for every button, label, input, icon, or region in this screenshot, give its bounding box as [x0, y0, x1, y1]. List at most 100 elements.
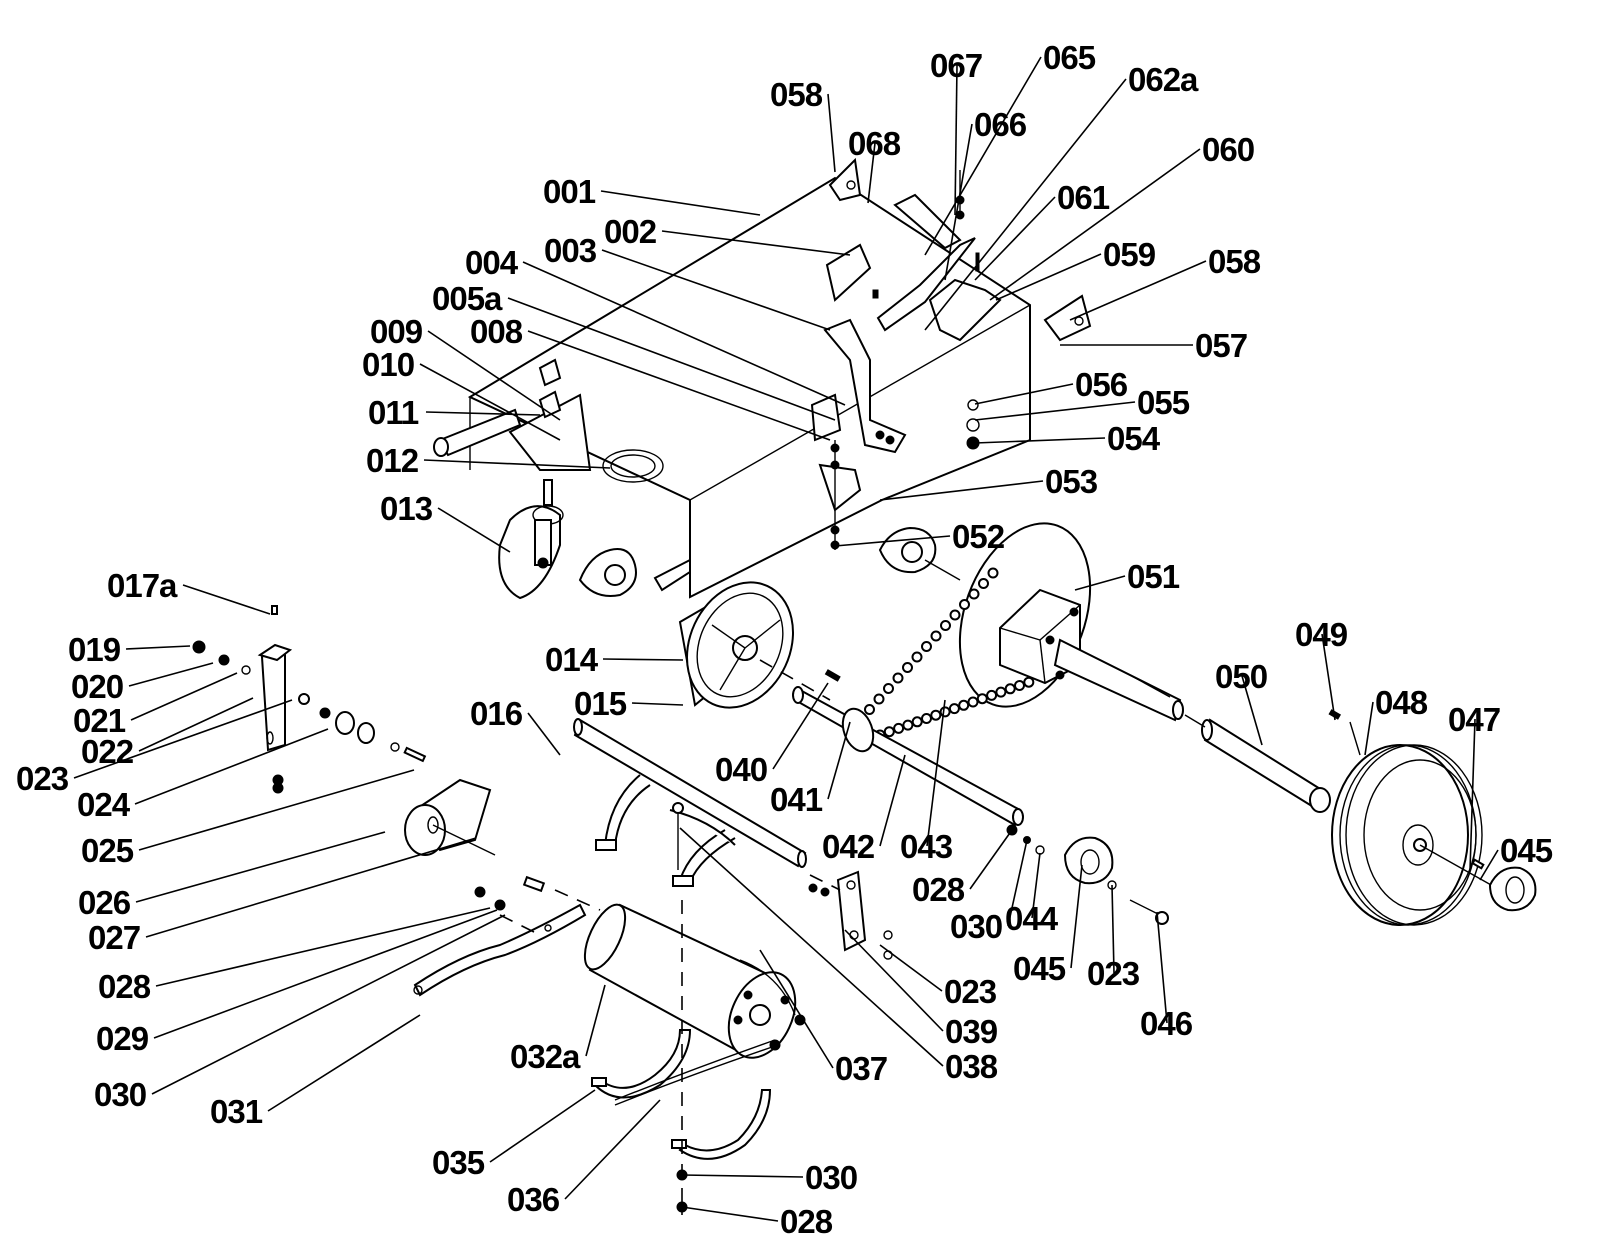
fastener-stack-right	[538, 358, 980, 550]
tensioner-assembly-part	[192, 605, 427, 794]
leader-line-049	[1321, 633, 1336, 721]
chain-link	[883, 683, 894, 694]
part-label-048: 048	[1375, 684, 1428, 721]
part-label-037: 037	[835, 1050, 887, 1087]
part-label-019: 019	[68, 631, 121, 668]
leader-line-010	[419, 363, 561, 441]
leader-line-011	[425, 411, 541, 416]
part-label-004: 004	[465, 244, 519, 281]
chain-link	[1023, 676, 1035, 688]
leader-line-009	[427, 330, 561, 421]
chain-link	[873, 693, 885, 705]
leader-line-058	[1069, 260, 1207, 321]
tine-clamp-part	[591, 900, 779, 1215]
part-label-042: 042	[822, 828, 875, 865]
part-label-025: 025	[81, 832, 134, 869]
part-label-046: 046	[1140, 1005, 1193, 1042]
tine-shaft-part	[573, 718, 807, 887]
leader-line-045	[1479, 849, 1499, 881]
part-label-030: 030	[805, 1159, 857, 1196]
part-label-060: 060	[1202, 131, 1254, 168]
idler-pulley-part	[404, 778, 496, 856]
part-label-009: 009	[370, 313, 423, 350]
leader-line-061	[974, 196, 1056, 281]
part-label-017a: 017a	[107, 567, 178, 604]
part-label-015: 015	[574, 685, 627, 722]
leader-line-030	[151, 914, 506, 1095]
part-label-031: 031	[210, 1093, 263, 1130]
leader-line-045	[1070, 864, 1083, 969]
roller-arm-part	[413, 875, 601, 997]
leader-line-044	[1031, 852, 1041, 919]
chain-link	[968, 588, 980, 600]
chain-link	[1014, 680, 1025, 691]
part-label-035: 035	[432, 1144, 485, 1181]
part-label-026: 026	[78, 884, 131, 921]
chain-link	[921, 641, 932, 652]
part-label-022: 022	[81, 733, 134, 770]
axle-sleeve-part	[1184, 714, 1331, 813]
chain-link	[911, 716, 923, 728]
leader-line-021	[130, 672, 238, 721]
chain-link	[987, 567, 999, 579]
cross-bar-part	[825, 193, 1002, 342]
part-label-013: 013	[380, 490, 433, 527]
part-label-053: 053	[1045, 463, 1098, 500]
flange-bearing-left	[578, 548, 637, 597]
leader-line-042	[879, 754, 906, 847]
part-label-058: 058	[770, 76, 823, 113]
leader-line-023	[879, 944, 943, 992]
part-label-028: 028	[780, 1203, 833, 1240]
leader-lines	[73, 56, 1499, 1222]
leader-line-068	[867, 142, 876, 204]
part-label-023: 023	[1087, 955, 1140, 992]
part-label-002: 002	[604, 213, 657, 250]
leader-line-037	[759, 949, 834, 1069]
leader-line-022	[138, 697, 254, 752]
leader-line-005a	[507, 297, 836, 421]
leader-line-016	[527, 712, 561, 756]
part-label-005a: 005a	[432, 280, 503, 317]
leader-line-008	[527, 330, 831, 441]
part-label-057: 057	[1195, 327, 1247, 364]
part-label-058: 058	[1208, 243, 1261, 280]
part-label-067: 067	[930, 47, 982, 84]
leader-line-015	[631, 702, 684, 706]
part-label-011: 011	[368, 394, 419, 431]
chain-link	[921, 713, 932, 724]
part-label-068: 068	[848, 125, 901, 162]
part-label-065: 065	[1043, 39, 1096, 76]
leader-line-039	[844, 929, 944, 1032]
leader-line-026	[135, 831, 386, 903]
leader-line-025	[138, 769, 415, 851]
chain-link	[948, 703, 960, 715]
part-label-010: 010	[362, 346, 414, 383]
caster-wheel-part	[498, 479, 564, 600]
leader-line-047	[1469, 718, 1476, 871]
leader-line-031	[267, 1014, 421, 1112]
chain-link	[892, 672, 904, 684]
leader-line-030	[681, 1174, 804, 1178]
leader-line-038	[679, 827, 944, 1067]
part-label-023: 023	[16, 760, 69, 797]
leader-line-028	[969, 829, 1013, 890]
leader-line-052	[834, 535, 951, 547]
leader-line-020	[128, 662, 214, 687]
leader-line-059	[995, 253, 1102, 301]
leader-line-053	[879, 480, 1044, 501]
leader-line-058	[827, 93, 836, 173]
drive-shaft-part	[792, 669, 1024, 827]
part-label-051: 051	[1127, 558, 1180, 595]
part-label-066: 066	[974, 106, 1027, 143]
chain-link	[939, 706, 951, 718]
part-label-041: 041	[770, 781, 823, 818]
part-label-052: 052	[952, 518, 1005, 555]
leader-line-030	[1007, 839, 1028, 927]
part-label-032a: 032a	[510, 1038, 581, 1075]
part-label-020: 020	[71, 668, 123, 705]
leader-line-028	[681, 1206, 779, 1222]
part-label-049: 049	[1295, 616, 1348, 653]
chain-link	[967, 696, 979, 708]
